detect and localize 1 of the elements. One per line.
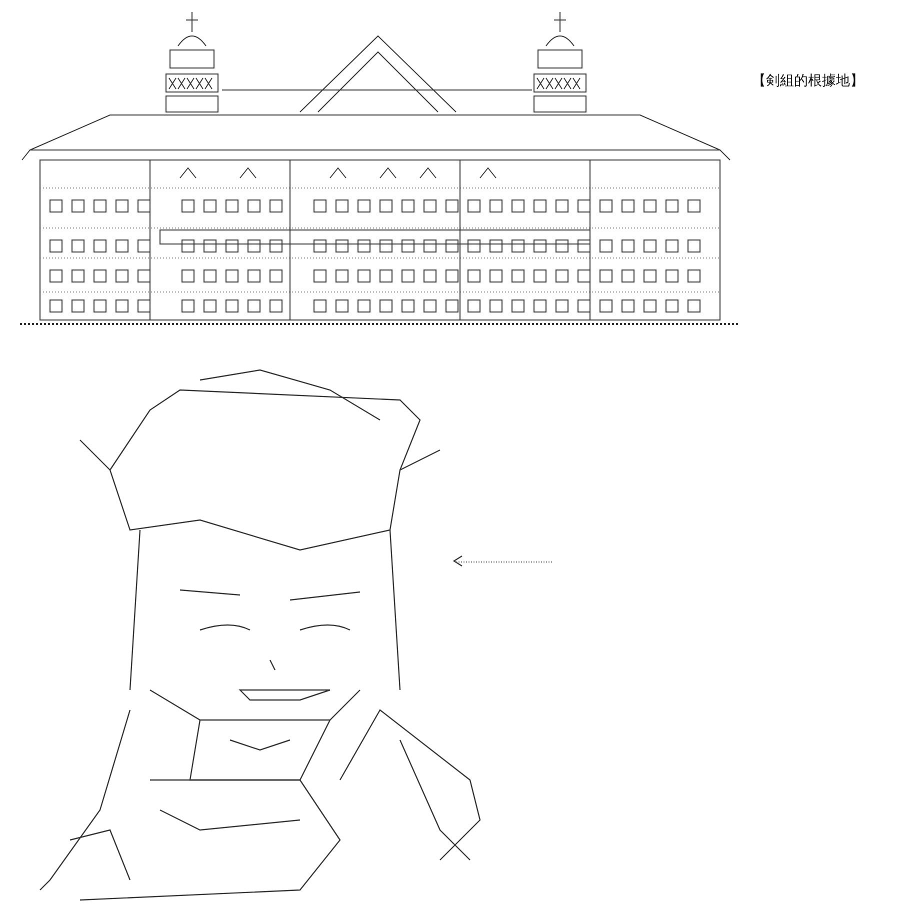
- caption-text: 【剣組的根據地】: [752, 72, 864, 90]
